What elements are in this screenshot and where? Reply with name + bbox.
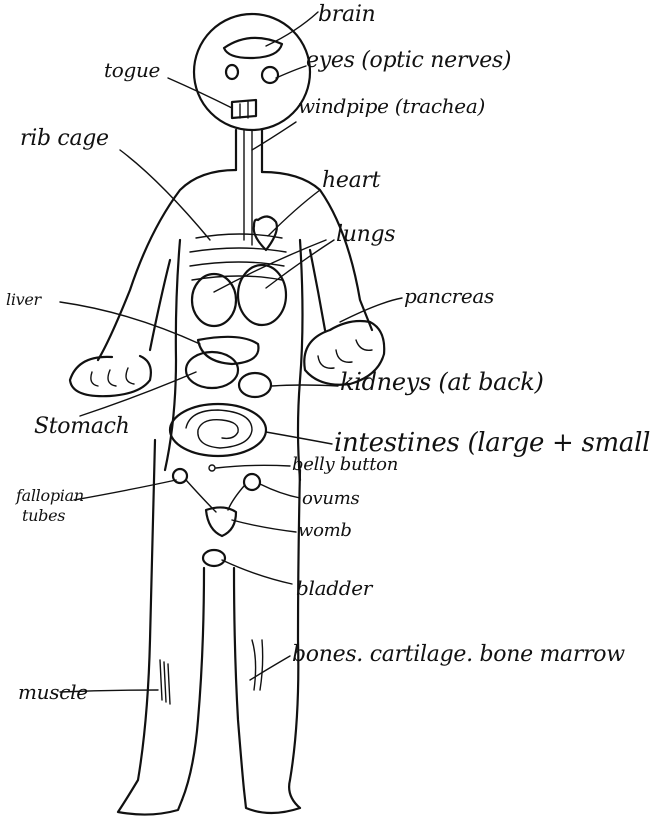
label-bladder: bladder [296, 578, 372, 598]
womb-organ [206, 507, 236, 536]
label-stomach: Stomach [34, 416, 130, 438]
label-eyes: eyes (optic nerves) [306, 50, 511, 72]
fallopian-tube-left [186, 480, 216, 512]
kidney-organ [239, 373, 271, 397]
label-fallopian-1: fallopian [16, 488, 84, 504]
left-hand [70, 356, 151, 396]
label-heart: heart [322, 170, 380, 192]
label-rib-cage: rib cage [20, 128, 109, 150]
neck [236, 130, 262, 172]
left-eye [226, 65, 238, 79]
intestines-organ [170, 404, 266, 456]
fallopian-tube-right [228, 486, 244, 510]
label-bones: bones. cartilage. bone marrow [292, 644, 625, 666]
label-intestines: intestines (large + small [334, 430, 650, 456]
label-lungs: lungs [336, 224, 395, 246]
label-womb: womb [298, 522, 352, 540]
trachea [244, 130, 252, 245]
label-pancreas: pancreas [404, 286, 494, 306]
label-muscle: muscle [18, 682, 88, 702]
left-lung [192, 274, 236, 326]
body-outline [98, 170, 372, 360]
right-ovary [244, 474, 260, 490]
label-liver: liver [6, 292, 41, 308]
label-belly-button: belly button [292, 456, 398, 474]
bladder-organ [203, 550, 225, 566]
stomach-organ [186, 352, 238, 388]
label-kidneys: kidneys (at back) [340, 370, 544, 394]
label-brain: brain [318, 4, 375, 26]
label-tongue: togue [104, 60, 160, 80]
label-windpipe: windpipe (trachea) [298, 96, 485, 116]
liver-organ [198, 337, 258, 364]
mouth [232, 100, 256, 118]
brain-organ [224, 38, 282, 58]
heart-organ [254, 216, 277, 250]
right-lung [238, 265, 286, 325]
label-fallopian-2: tubes [22, 508, 65, 524]
right-eye [262, 67, 278, 83]
label-ovums: ovums [302, 490, 359, 508]
legs [118, 440, 300, 815]
belly-button-organ [209, 465, 215, 471]
